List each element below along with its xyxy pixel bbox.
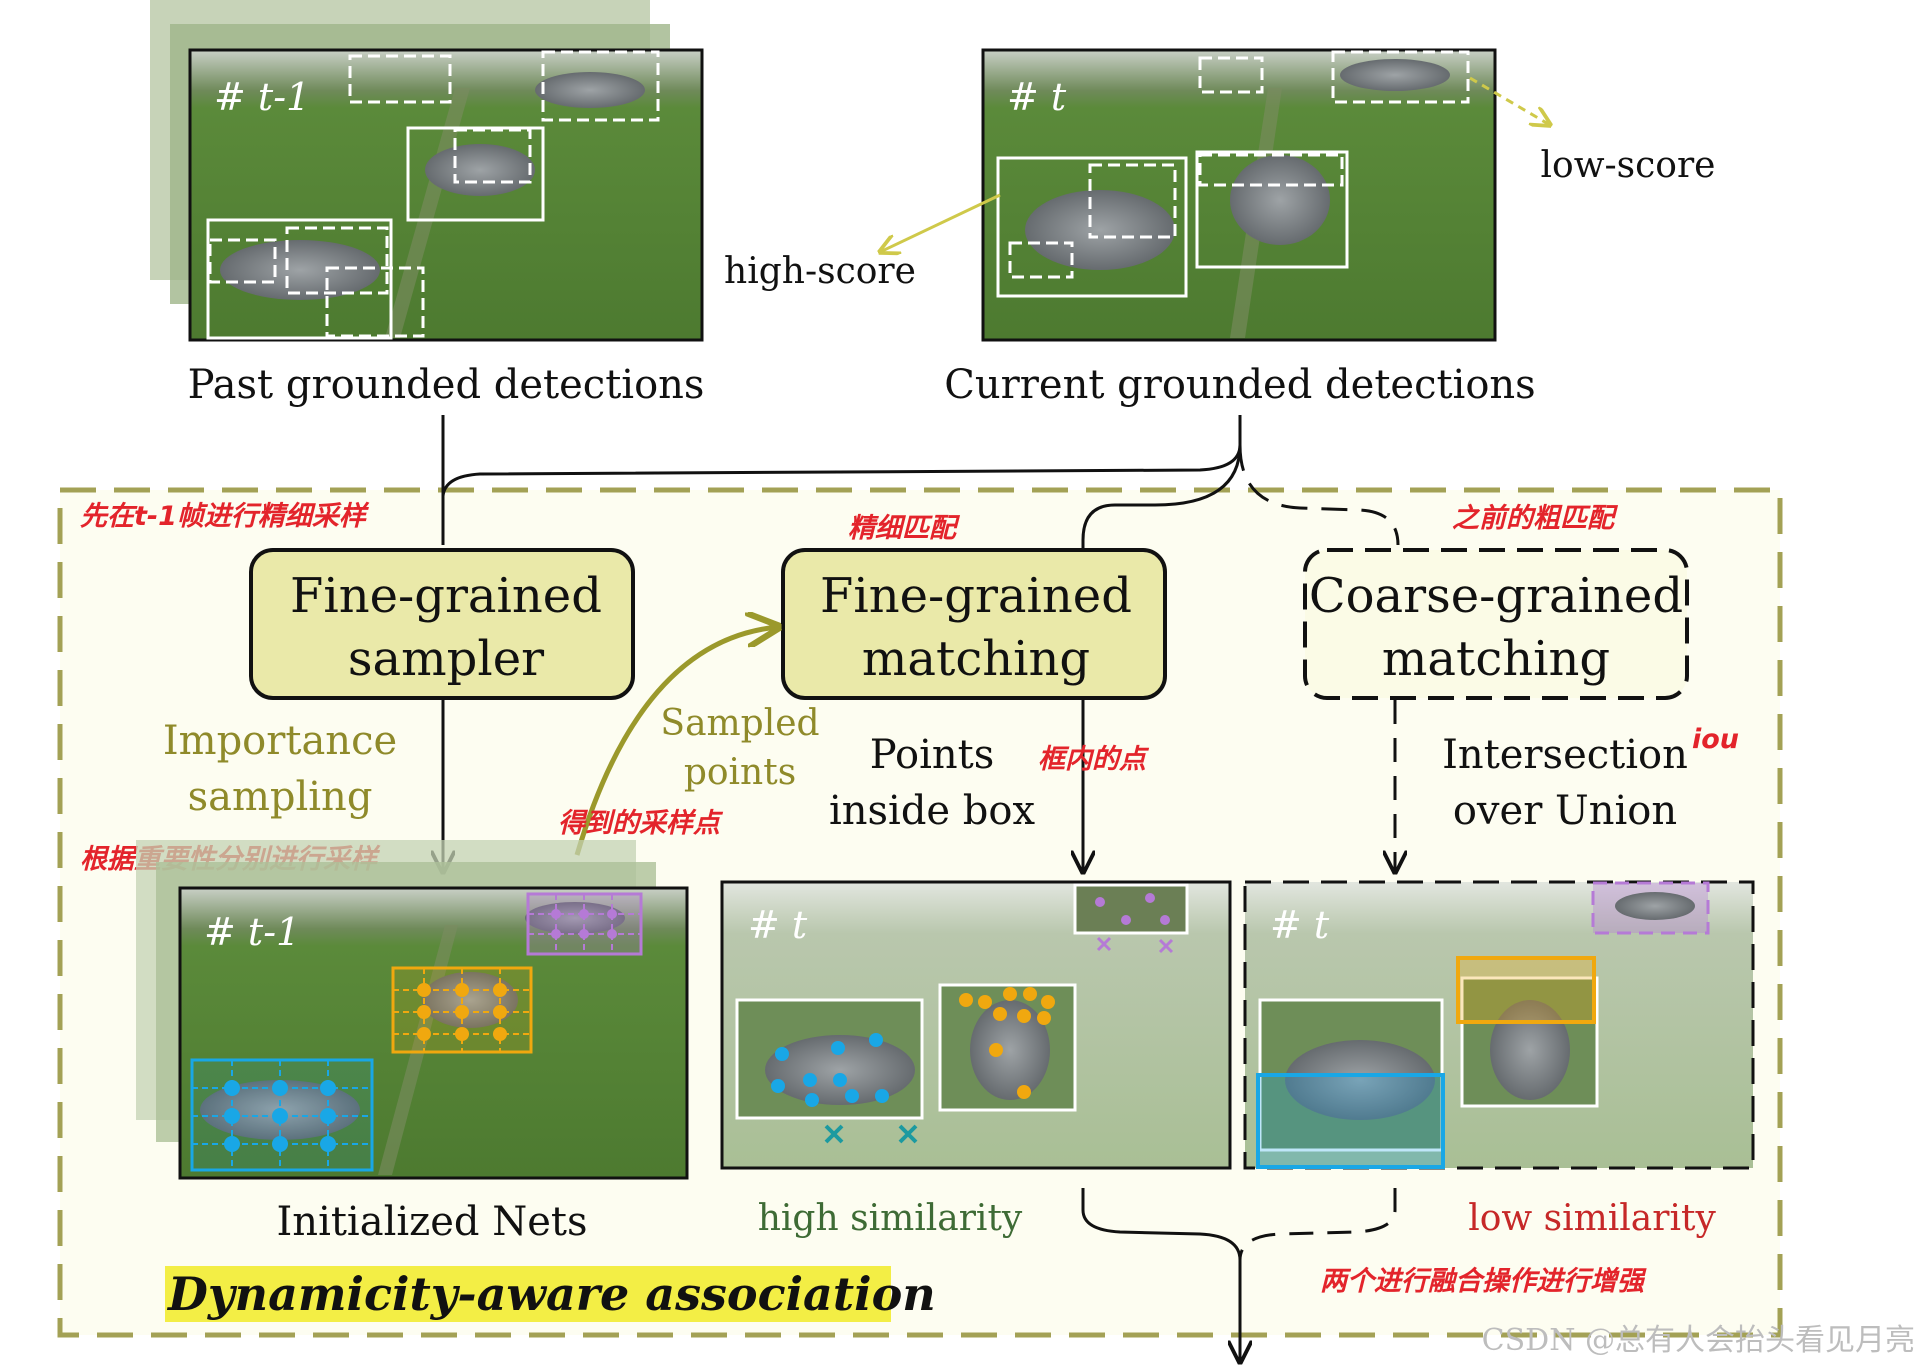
past-frame-group: # t-1: [150, 0, 704, 342]
bird: [525, 902, 625, 934]
coarse-matching-box: Coarse-grained matching: [1303, 548, 1689, 700]
importance-line2: sampling: [188, 774, 373, 820]
title-highlight: [165, 1266, 891, 1322]
high-score-label: high-score: [724, 251, 916, 292]
detection-box: [453, 128, 532, 184]
high-similarity-label: high similarity: [758, 1198, 1023, 1239]
iou-line2: over Union: [1453, 788, 1677, 834]
purple-crosses: [1096, 936, 1174, 954]
merge-line: [1081, 1188, 1242, 1261]
annotation-fusion: 两个进行融合操作进行增强: [1320, 1266, 1647, 1297]
coarse-matching-line2: matching: [1382, 631, 1610, 687]
fine-matching-line1: Fine-grained: [820, 568, 1132, 624]
orange-iou-box: [1456, 956, 1596, 1024]
nets-caption: Initialized Nets: [277, 1199, 588, 1245]
importance-line1: Importance: [163, 718, 397, 764]
purple-net-points: [551, 909, 617, 939]
low-score-arrow: [1469, 76, 1550, 125]
bird: [1490, 1000, 1570, 1100]
blue-net-points: [224, 1080, 336, 1152]
annotation-coarse-prev: 之前的粗匹配: [1452, 503, 1619, 534]
connector-line: [1238, 444, 1400, 546]
bird: [535, 72, 645, 108]
annotation-inside-box: 框内的点: [1038, 744, 1150, 775]
annotation-iou: iou: [1692, 724, 1739, 755]
detection-box: [1331, 50, 1470, 104]
watermark: CSDN @总有人会抬头看见月亮: [1482, 1323, 1915, 1358]
bird: [1615, 892, 1695, 920]
bird: [765, 1035, 915, 1105]
detection-box: [325, 266, 425, 338]
blue-points: [771, 1033, 889, 1107]
fine-matching-box: Fine-grained matching: [781, 548, 1167, 700]
bird: [425, 144, 535, 196]
inside-line2: inside box: [829, 788, 1036, 834]
bird: [220, 240, 380, 300]
sampled-line1: Sampled: [660, 703, 819, 744]
fine-matching-line2: matching: [862, 631, 1090, 687]
region-title: Dynamicity-aware association: [166, 1267, 936, 1321]
detection-box: [1195, 150, 1349, 269]
detection-box: [541, 50, 660, 122]
nets-frame-group: # t-1: [136, 840, 689, 1180]
sampler-line1: Fine-grained: [290, 568, 602, 624]
frame-label: # t: [1007, 75, 1067, 119]
orange-points: [959, 987, 1055, 1099]
high-score-arrow: [880, 193, 1001, 252]
coarse-match-frame-group: # t: [1243, 880, 1755, 1170]
frame-label: # t: [1270, 903, 1330, 947]
coarse-matching-box-shape: [1303, 548, 1689, 700]
sampler-line2: sampler: [348, 631, 544, 687]
teal-crosses: [824, 1124, 918, 1144]
sampled-points-arrow: [574, 627, 778, 856]
detection-box: [1008, 241, 1074, 279]
blue-iou-box: [1256, 1073, 1445, 1169]
detection-box: [1088, 163, 1177, 239]
orange-net-points: [417, 983, 507, 1041]
inside-line1: Points: [870, 732, 995, 778]
detection-box: [1198, 153, 1344, 187]
frame-label: # t-1: [204, 910, 300, 954]
iou-line1: Intersection: [1442, 732, 1688, 778]
annotation-sample-first: 先在t-1帧进行精细采样: [80, 501, 370, 532]
current-caption: Current grounded detections: [944, 362, 1535, 408]
connector-line: [441, 415, 1242, 497]
low-score-label: low-score: [1541, 145, 1716, 186]
past-caption: Past grounded detections: [188, 362, 705, 408]
detection-box: [406, 126, 545, 222]
sampled-line2: points: [684, 752, 796, 793]
small-detection: [1073, 883, 1189, 935]
annotation-got-points: 得到的采样点: [558, 808, 724, 839]
fine-match-frame-group: # t: [720, 880, 1232, 1170]
purple-points: [1095, 893, 1170, 925]
bird: [1340, 59, 1450, 91]
bird: [1230, 155, 1330, 245]
bird: [970, 1000, 1050, 1100]
bird: [1285, 1040, 1435, 1120]
sampler-box-shape: [249, 548, 635, 700]
low-similarity-label: low similarity: [1468, 1198, 1716, 1239]
detection-box: [996, 156, 1188, 298]
sampler-box: Fine-grained sampler: [249, 548, 635, 700]
connector-line: [1081, 444, 1242, 548]
detection-box: [1198, 56, 1264, 94]
detection-box: [206, 218, 393, 340]
frame-label: # t-1: [214, 75, 310, 119]
current-frame-group: # t: [981, 48, 1497, 342]
frame-label: # t: [748, 903, 808, 947]
detection-box: [285, 226, 389, 295]
annotation-fine-match: 精细匹配: [848, 513, 961, 544]
coarse-matching-line1: Coarse-grained: [1309, 568, 1683, 624]
bird: [1025, 190, 1175, 270]
